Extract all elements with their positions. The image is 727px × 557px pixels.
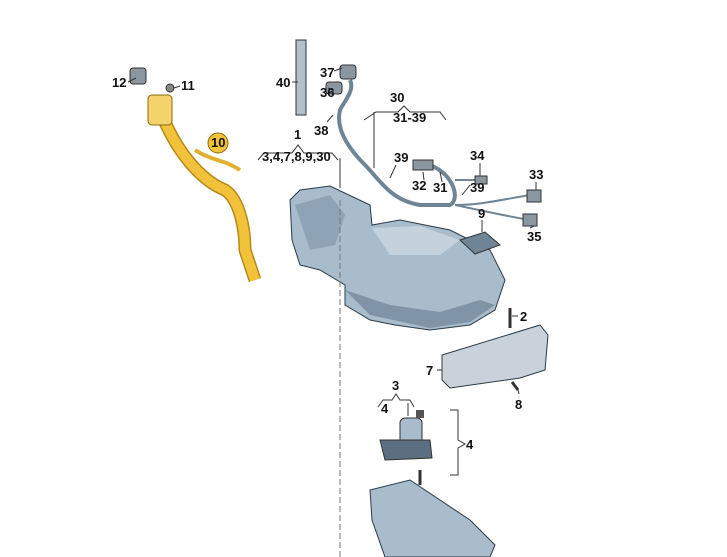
heat-shield[interactable] bbox=[441, 324, 549, 389]
fuel-tank[interactable] bbox=[289, 185, 506, 331]
screw-part[interactable] bbox=[165, 83, 175, 93]
pump-assembly[interactable] bbox=[379, 410, 433, 485]
connector-9[interactable] bbox=[459, 231, 501, 255]
connector-37[interactable] bbox=[339, 64, 357, 80]
label-8: 8 bbox=[515, 397, 522, 412]
label-34: 34 bbox=[470, 148, 485, 163]
wiring-harness[interactable] bbox=[337, 79, 531, 221]
label-9: 9 bbox=[478, 206, 485, 221]
label-1: 1 bbox=[294, 127, 301, 142]
label-33: 33 bbox=[529, 167, 543, 182]
label-3-sub: 4 bbox=[381, 401, 389, 416]
label-35: 35 bbox=[527, 229, 541, 244]
label-32: 32 bbox=[412, 178, 426, 193]
label-36: 36 bbox=[320, 85, 334, 100]
label-39a: 39 bbox=[394, 150, 408, 165]
label-2: 2 bbox=[520, 309, 527, 324]
label-39b: 39 bbox=[470, 180, 484, 195]
label-1-sub: 3,4,7,8,9,30 bbox=[262, 149, 331, 164]
connector-34[interactable] bbox=[474, 175, 488, 185]
label-31: 31 bbox=[433, 180, 447, 195]
label-31-39: 31-39 bbox=[393, 110, 426, 125]
highlight-badge bbox=[207, 132, 229, 154]
leader-lines bbox=[127, 67, 537, 557]
label-7: 7 bbox=[426, 363, 433, 378]
connector-32[interactable] bbox=[412, 159, 434, 171]
label-10: 10 bbox=[211, 135, 225, 150]
bracket-part[interactable] bbox=[295, 39, 307, 116]
connector-33[interactable] bbox=[526, 189, 542, 203]
lower-cover[interactable] bbox=[369, 479, 496, 557]
label-4: 4 bbox=[466, 437, 474, 452]
label-11: 11 bbox=[181, 78, 195, 93]
label-38: 38 bbox=[314, 123, 328, 138]
label-37: 37 bbox=[320, 65, 334, 80]
connector-36[interactable] bbox=[325, 81, 343, 95]
connector-35[interactable] bbox=[522, 213, 538, 227]
filler-pipe[interactable] bbox=[147, 94, 262, 283]
label-3: 3 bbox=[392, 378, 399, 393]
cap-part[interactable] bbox=[129, 67, 147, 85]
label-40: 40 bbox=[276, 75, 290, 90]
label-30: 30 bbox=[390, 90, 404, 105]
label-12: 12 bbox=[112, 75, 126, 90]
bolt-8[interactable] bbox=[510, 381, 520, 391]
